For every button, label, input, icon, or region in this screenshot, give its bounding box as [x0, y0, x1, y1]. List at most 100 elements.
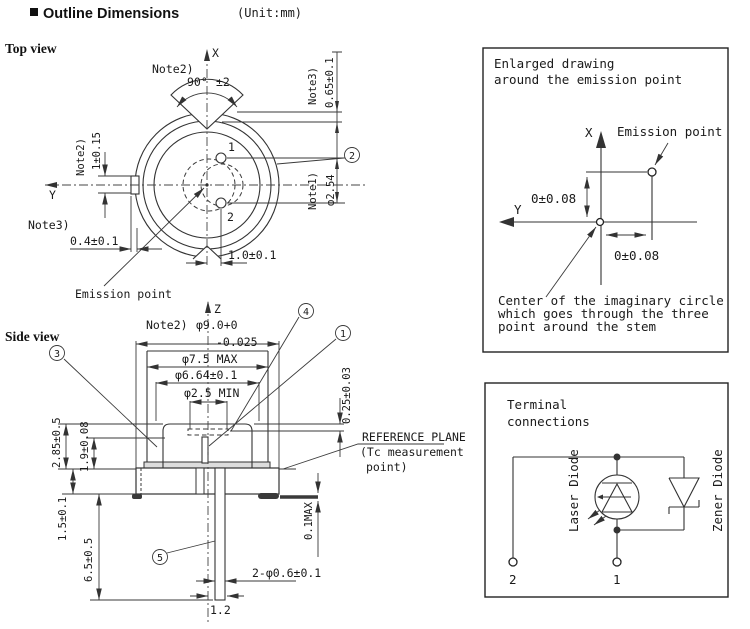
projection-dim: 0.1MAX [303, 501, 315, 540]
y-offset-dim: 0±0.08 [614, 248, 659, 263]
enlarged-title-1: Enlarged drawing [494, 56, 614, 71]
lead-pin [214, 467, 226, 601]
callout-5: 5 [157, 553, 163, 564]
terminal-1-pad [612, 557, 622, 567]
enlarged-drawing-box: Enlarged drawing around the emission poi… [482, 47, 729, 353]
terminal-connections-box: Terminal connections Laser Diode Zener D… [484, 382, 729, 598]
emission-point-marker [647, 167, 657, 177]
pin-length-dim: 6.5±0.5 [83, 538, 95, 582]
imaginary-center-marker [595, 217, 605, 227]
emission-leader [103, 187, 205, 287]
pin-2-label: 2 [227, 210, 234, 224]
stem-flange [135, 467, 280, 495]
laser-diode-label: Laser Diode [566, 449, 581, 532]
laser-diode-symbol [601, 482, 633, 513]
side-view-label: Side view [5, 329, 60, 344]
pin-2 [215, 197, 227, 209]
laser-diode-circle [594, 474, 640, 520]
callout-2: 2 [349, 151, 355, 162]
z-axis-label: Z [214, 302, 221, 316]
window-dim: φ2.5 MIN [184, 386, 239, 400]
stem-dia-tol: -0.025 [216, 335, 258, 349]
emission-height-dim: 1.9±0.08 [79, 421, 91, 472]
callout-5-leader [166, 540, 216, 554]
cap-cavity [162, 423, 253, 468]
terminal-2-label: 2 [509, 572, 517, 587]
emission-point-label: Emission point [617, 124, 722, 139]
tab-depth-dim: 0.4±0.1 [70, 234, 119, 248]
emission-point-label: Emission point [75, 287, 172, 301]
note3-left: Note3) [28, 218, 70, 232]
ld-chip [201, 436, 209, 464]
center-point [205, 183, 209, 187]
ext-line [189, 401, 228, 429]
terminal-title-2: connections [507, 414, 590, 429]
x-axis-label: X [585, 125, 593, 140]
arrow-icon [335, 122, 339, 133]
ext-line [58, 423, 213, 601]
junction-node [613, 453, 621, 461]
x-axis-label: X [212, 46, 219, 60]
callout-1-leader [208, 338, 337, 447]
callout-1-circle [335, 325, 351, 341]
y-axis-arrow-icon [45, 182, 57, 188]
light-arrow-icon [593, 515, 607, 526]
diode-arrow-icon [597, 494, 603, 500]
pin-circle-dim: φ2.54 [325, 174, 337, 206]
callout-1: 1 [340, 329, 346, 340]
side-view-drawing: 0.25±0.03 0.1MAX Z Note2) φ9.0+0 -0.025 … [49, 301, 466, 622]
callout-2-leader [276, 157, 345, 165]
angle-dim: 90° [187, 75, 208, 89]
terminal-1-label: 1 [613, 572, 621, 587]
pin-1 [215, 152, 227, 164]
callout-2-circle [344, 147, 360, 163]
callout-4-leader [230, 316, 300, 432]
note2-left: Note2) [75, 138, 87, 176]
center-note-2: which goes through the three [498, 306, 709, 321]
junction-node [613, 526, 621, 534]
pin-offset-dim: 1.2 [210, 603, 231, 617]
window-height-dim: 0.25±0.03 [341, 367, 353, 424]
cap-height-dim: 2.85±0.5 [51, 417, 63, 468]
note3-right: Note3) [307, 67, 319, 105]
angle-dim-arc [176, 92, 238, 108]
pin-offset-dim: 1.0±0.1 [228, 248, 277, 262]
ref-plane-leader [282, 443, 444, 470]
projection-left [132, 494, 142, 499]
cap-inner-dim: φ6.64±0.1 [175, 368, 237, 382]
projection-right [258, 493, 279, 499]
x-axis-arrow-icon [204, 49, 210, 61]
emission-point-arrow [654, 142, 669, 166]
header: Outline Dimensions (Unit:mm) Top view Si… [5, 6, 302, 344]
callout-4: 4 [303, 307, 309, 318]
x-axis-arrow-icon [596, 131, 606, 148]
y-axis-arrow-icon [499, 217, 514, 227]
terminal-2-pad [508, 557, 518, 567]
callout-3-leader [63, 358, 158, 448]
arrow-icon [335, 101, 339, 112]
top-view-drawing: X Y 1 2 Emission point Note2) 90° ±2 Not… [28, 46, 368, 301]
unit-label: (Unit:mm) [237, 6, 302, 20]
ref-plane-label-2: (Tc measurement [360, 445, 464, 459]
pin-dia-dim: 2-φ0.6±0.1 [252, 566, 321, 580]
arrow-icon [335, 158, 339, 169]
top-view-label: Top view [5, 41, 57, 56]
emission-offset-lines [586, 171, 653, 240]
note2-side: Note2) [146, 318, 188, 332]
terminal-title-1: Terminal [507, 397, 567, 412]
terminal-box-border [484, 382, 729, 598]
center-arrow [545, 226, 597, 298]
bottom-notch-mask [193, 245, 221, 263]
y-axis-label: Y [49, 188, 56, 202]
z-axis-arrow-icon [205, 301, 211, 313]
arrow-icon [335, 192, 339, 203]
bullet-square-icon [30, 8, 38, 16]
center-note-3: point around the stem [498, 319, 656, 334]
callout-3-circle [49, 345, 65, 361]
light-arrow-icon [587, 509, 601, 520]
callout-3: 3 [54, 349, 60, 360]
pin-1-label: 1 [228, 140, 235, 154]
ext-line [135, 341, 280, 468]
